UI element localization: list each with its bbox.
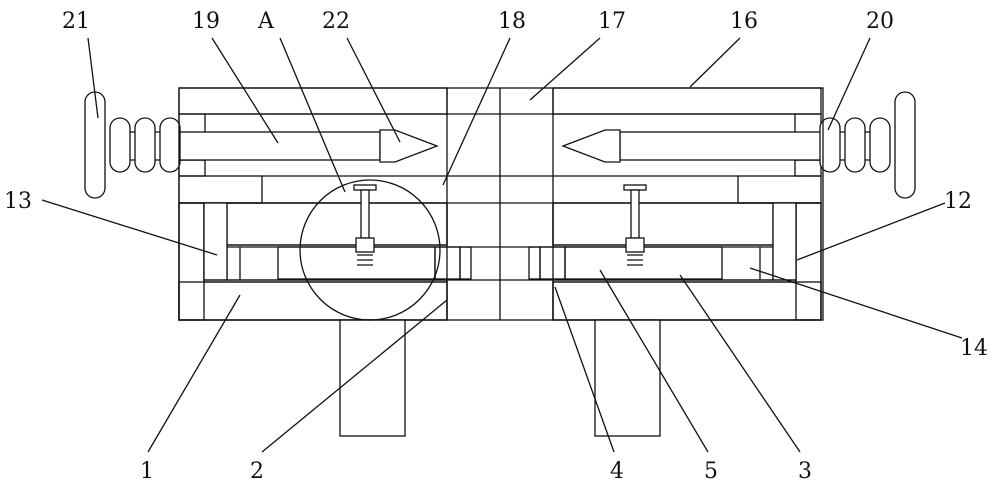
label-14: 14 bbox=[960, 336, 988, 361]
label-16: 16 bbox=[730, 9, 758, 34]
label-20: 20 bbox=[866, 9, 894, 34]
label-4: 4 bbox=[610, 459, 624, 484]
label-17: 17 bbox=[598, 9, 626, 34]
label-21: 21 bbox=[62, 9, 90, 34]
detail-circle-a bbox=[299, 179, 441, 321]
label-12: 12 bbox=[944, 189, 972, 214]
leader-lines bbox=[41, 37, 963, 453]
label-3: 3 bbox=[798, 459, 812, 484]
label-1: 1 bbox=[140, 459, 154, 484]
label-5: 5 bbox=[704, 459, 718, 484]
label-19: 19 bbox=[192, 9, 220, 34]
label-13: 13 bbox=[4, 189, 32, 214]
label-18: 18 bbox=[498, 9, 526, 34]
label-22: 22 bbox=[322, 9, 350, 34]
label-a: A bbox=[257, 9, 275, 34]
label-2: 2 bbox=[250, 459, 264, 484]
